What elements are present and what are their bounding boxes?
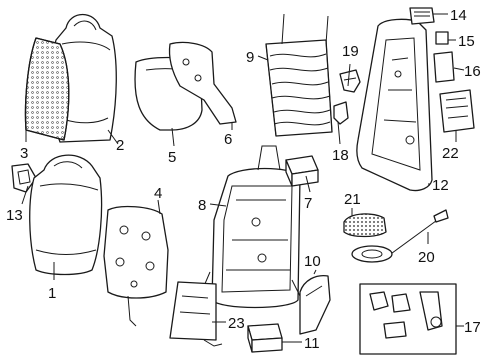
rear-panel-part <box>356 18 433 192</box>
callout-1: 1 <box>48 285 56 302</box>
spring-mat-part <box>265 13 333 137</box>
side-cover-part <box>299 274 331 335</box>
callout-7: 7 <box>304 195 312 212</box>
callout-22: 22 <box>442 145 459 162</box>
side-airbag-part <box>169 281 223 347</box>
callout-21: 21 <box>344 191 361 208</box>
callout-20: 20 <box>418 249 435 266</box>
callout-6: 6 <box>224 131 232 148</box>
connector-part-14 <box>409 7 435 25</box>
pad-part-15 <box>435 31 449 45</box>
callout-5: 5 <box>168 149 176 166</box>
callout-16: 16 <box>464 63 481 80</box>
heater-mat-part <box>103 205 169 327</box>
callout-8: 8 <box>198 197 206 214</box>
callout-18: 18 <box>332 147 349 164</box>
cable-part-20 <box>351 209 449 263</box>
callout-19: 19 <box>342 43 359 60</box>
callout-14: 14 <box>450 7 467 24</box>
pad-part-21 <box>343 213 387 238</box>
foam-block-part <box>285 155 319 187</box>
control-box-part <box>247 323 283 353</box>
callout-9: 9 <box>246 49 254 66</box>
callout-11: 11 <box>304 335 320 352</box>
perforated-panel-part <box>24 37 70 141</box>
callout-15: 15 <box>458 33 475 50</box>
label-part-16 <box>433 51 455 83</box>
side-bracket-part <box>168 41 237 125</box>
leader-lines <box>21 13 465 343</box>
callout-12: 12 <box>432 177 449 194</box>
small-trim-part <box>11 163 37 193</box>
callout-3: 3 <box>20 145 28 162</box>
module-part-22 <box>439 89 475 133</box>
callout-23: 23 <box>228 315 245 332</box>
hardware-kit-box <box>359 283 457 355</box>
callout-17: 17 <box>464 319 481 336</box>
callout-4: 4 <box>154 185 162 202</box>
clip-part-19 <box>339 69 361 93</box>
seat-back-cushion-part <box>29 154 103 276</box>
callout-2: 2 <box>116 137 124 154</box>
callout-10: 10 <box>304 253 321 270</box>
callout-13: 13 <box>6 207 23 224</box>
callout-labels: 1 2 3 4 5 6 7 8 9 10 11 12 13 14 15 16 1… <box>6 7 481 352</box>
clip-part-18 <box>333 101 349 125</box>
